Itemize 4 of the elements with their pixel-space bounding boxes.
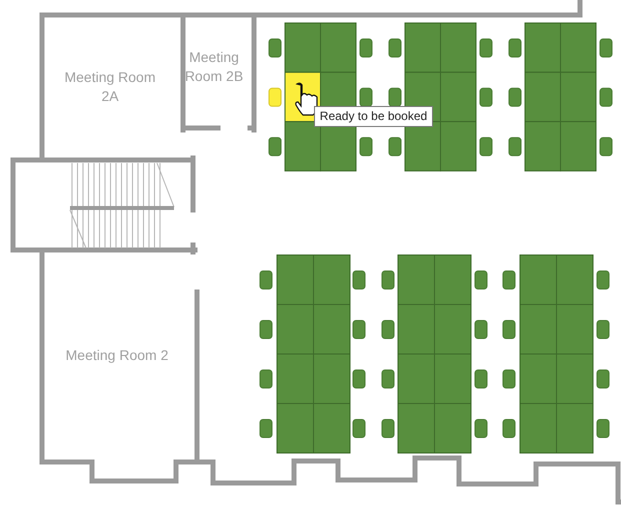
- room-label: Meeting Room 2: [62, 346, 172, 365]
- room-label: Meeting Room 2A: [55, 68, 165, 106]
- tooltip: Ready to be booked: [314, 106, 433, 127]
- room-label: Meeting Room 2B: [184, 48, 244, 86]
